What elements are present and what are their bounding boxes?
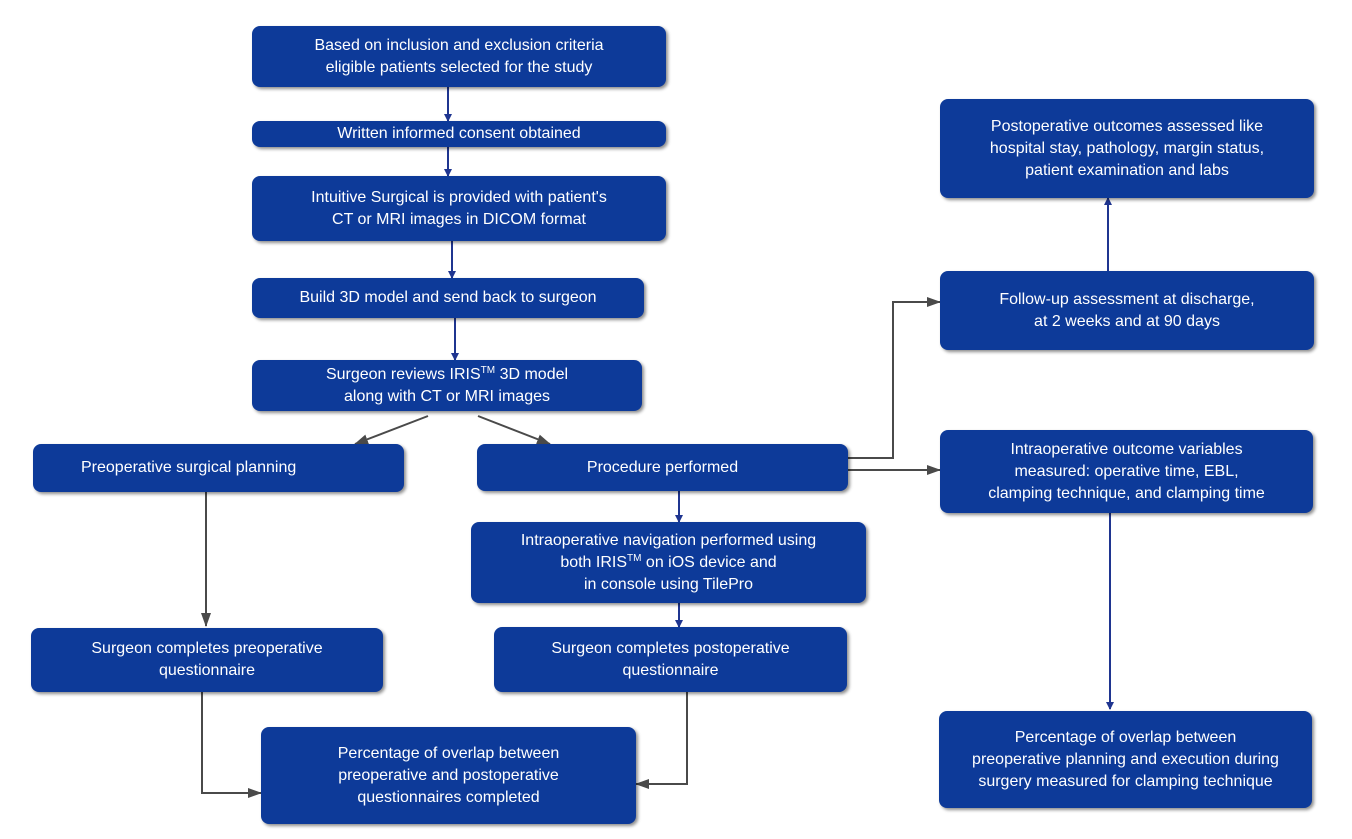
box-followup-assessment-line-1: Follow-up assessment at discharge, — [999, 290, 1255, 308]
arrow-review-to-procedure — [477, 415, 551, 445]
box-surgeon-review: Surgeon reviews IRISTM 3D model along wi… — [252, 360, 642, 411]
box-questionnaire-overlap-line-1: Percentage of overlap between — [337, 744, 560, 762]
box-intraoperative-navigation-line-2: both IRISTM on iOS device and — [560, 552, 776, 574]
box-intraoperative-navigation-line-2-tail: on iOS device and — [641, 553, 777, 571]
trademark-mark: TM — [480, 364, 496, 376]
box-postoperative-outcomes-line-1: Postoperative outcomes assessed like — [990, 117, 1264, 135]
box-postoperative-questionnaire-line-1: Surgeon completes postoperative — [551, 639, 790, 657]
box-postoperative-questionnaire: Surgeon completes postoperative question… — [494, 627, 847, 692]
box-postoperative-outcomes-line-2: hospital stay, pathology, margin status, — [989, 139, 1265, 157]
box-questionnaire-overlap-line-3: questionnaires completed — [357, 788, 540, 806]
box-clamping-overlap: Percentage of overlap between preoperati… — [939, 711, 1312, 808]
box-postoperative-outcomes-line-3: patient examination and labs — [1025, 161, 1229, 179]
box-intraoperative-navigation-line-3: in console using TilePro — [584, 575, 753, 593]
box-preoperative-questionnaire-line-2: questionnaire — [158, 662, 256, 679]
box-dicom-images: Intuitive Surgical is provided with pati… — [252, 176, 666, 241]
box-intraoperative-navigation: Intraoperative navigation performed usin… — [471, 522, 866, 603]
box-intraoperative-outcomes-line-2: measured: operative time, EBL, — [1014, 462, 1239, 480]
box-clamping-overlap-line-2: preoperative planning and execution duri… — [972, 750, 1279, 768]
box-intraoperative-outcomes-line-1: Intraoperative outcome variables — [1010, 440, 1243, 458]
box-followup-assessment: Follow-up assessment at discharge, at 2 … — [940, 271, 1314, 350]
box-dicom-images-line-2: CT or MRI images in DICOM format — [332, 210, 586, 228]
box-preoperative-questionnaire-line-1: Surgeon completes preoperative — [91, 640, 323, 657]
box-intraoperative-navigation-line-1: Intraoperative navigation performed usin… — [520, 531, 817, 549]
box-followup-assessment-line-2: at 2 weeks and at 90 days — [1034, 312, 1220, 330]
box-informed-consent: Written informed consent obtained — [252, 121, 666, 147]
box-intraoperative-outcomes: Intraoperative outcome variables measure… — [940, 430, 1313, 513]
box-build-model-line-1: Build 3D model and send back to surgeon — [299, 289, 597, 306]
box-postoperative-questionnaire-line-2: questionnaire — [622, 661, 719, 679]
box-postoperative-outcomes: Postoperative outcomes assessed like hos… — [940, 99, 1314, 198]
box-preoperative-questionnaire: Surgeon completes preoperative questionn… — [31, 628, 383, 692]
box-informed-consent-line-1: Written informed consent obtained — [337, 125, 581, 142]
arrow-post-questionnaire-to-overlap — [635, 692, 688, 789]
box-surgeon-review-line-1-text: Surgeon reviews IRIS — [325, 365, 481, 383]
box-surgeon-review-line-1-tail: 3D model — [495, 365, 569, 383]
box-questionnaire-overlap-line-2: preoperative and postoperative — [338, 766, 559, 784]
box-clamping-overlap-line-1: Percentage of overlap between — [1014, 728, 1237, 746]
arrow-review-to-planning — [354, 415, 429, 445]
box-surgeon-review-line-1: Surgeon reviews IRISTM 3D model — [326, 364, 568, 386]
box-patient-selection-line-1: Based on inclusion and exclusion criteri… — [314, 36, 604, 54]
box-intraoperative-navigation-line-2-text: both IRIS — [560, 553, 628, 571]
arrow-pre-questionnaire-to-overlap — [201, 692, 262, 798]
arrow-procedure-to-followup — [848, 297, 941, 459]
box-preoperative-planning: Preoperative surgical planning — [33, 444, 404, 492]
box-patient-selection-line-2: eligible patients selected for the study — [325, 58, 593, 76]
box-patient-selection: Based on inclusion and exclusion criteri… — [252, 26, 666, 87]
box-dicom-images-line-1: Intuitive Surgical is provided with pati… — [311, 188, 607, 206]
box-clamping-overlap-line-3: surgery measured for clamping technique — [978, 772, 1273, 790]
box-surgeon-review-line-2: along with CT or MRI images — [344, 387, 550, 405]
box-questionnaire-overlap: Percentage of overlap between preoperati… — [261, 727, 636, 824]
box-intraoperative-outcomes-line-3: clamping technique, and clamping time — [988, 484, 1265, 502]
box-procedure-performed-line-1: Procedure performed — [586, 458, 739, 476]
box-procedure-performed: Procedure performed — [477, 444, 848, 491]
box-build-model: Build 3D model and send back to surgeon — [252, 278, 644, 318]
box-preoperative-planning-line-1: Preoperative surgical planning — [81, 459, 297, 476]
trademark-mark: TM — [627, 552, 642, 564]
